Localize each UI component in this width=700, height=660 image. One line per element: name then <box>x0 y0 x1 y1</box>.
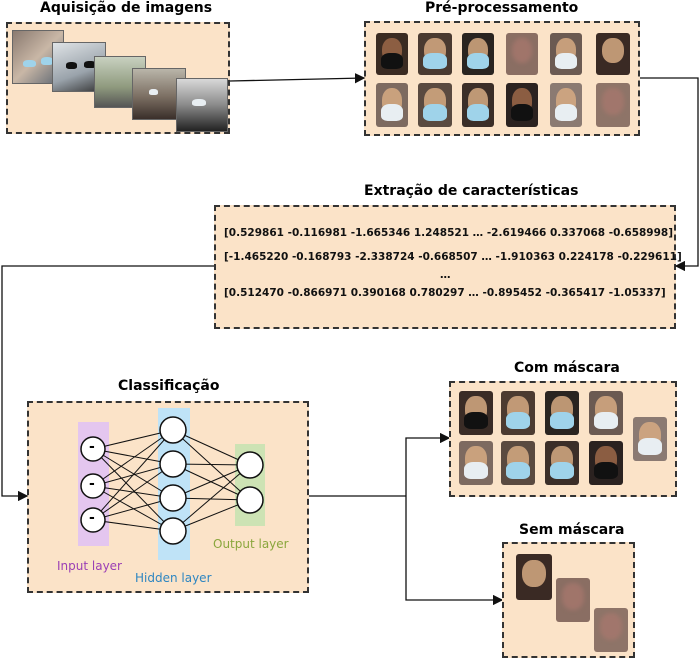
feature-row-ellipsis: … <box>440 269 451 281</box>
features-box: [0.529861 -0.116981 -1.665346 1.248521 …… <box>214 205 682 329</box>
face-thumb <box>596 83 630 127</box>
acquisition-title: Aquisição de imagens <box>40 0 213 16</box>
hidden-node <box>159 450 187 478</box>
input-node-symbol: - <box>89 439 95 455</box>
face-thumb <box>459 391 493 435</box>
without-mask-title: Sem máscara <box>519 522 625 538</box>
flow-arrows <box>1 73 699 606</box>
face-thumb <box>516 554 552 600</box>
hidden-node <box>159 416 187 444</box>
input-node <box>80 436 106 462</box>
face-thumb <box>633 417 667 461</box>
face-thumb <box>462 83 494 127</box>
hidden-node <box>159 484 187 512</box>
face-thumb <box>589 391 623 435</box>
preprocessing-title: Pré-processamento <box>425 0 579 16</box>
input-node-symbol: - <box>89 510 95 526</box>
with-mask-box <box>449 381 677 497</box>
face-thumb <box>376 33 408 75</box>
output-layer-label: Output layer <box>213 537 289 551</box>
face-thumb <box>459 441 493 485</box>
face-thumb <box>376 83 408 127</box>
acquisition-box <box>6 22 230 134</box>
arrow-to-with-mask <box>405 432 451 496</box>
face-thumb <box>506 83 538 127</box>
face-thumb <box>596 33 630 75</box>
crowd-photo-5 <box>176 78 228 132</box>
face-thumb <box>462 33 494 75</box>
face-thumb <box>594 608 628 652</box>
arrow-acq-to-pre <box>229 73 366 84</box>
input-node <box>80 473 106 499</box>
face-thumb <box>418 83 452 127</box>
feature-row-2: [-1.465220 -0.168793 -2.338724 -0.668507… <box>224 251 682 263</box>
feature-row-3: [0.512470 -0.866971 0.390168 0.780297 … … <box>224 287 666 299</box>
face-thumb <box>501 391 535 435</box>
arrow-to-without-mask <box>405 496 504 606</box>
output-node <box>236 451 264 479</box>
hidden-layer-label: Hidden layer <box>135 571 212 585</box>
without-mask-box <box>502 542 635 658</box>
network-connections <box>92 429 251 532</box>
face-thumb <box>506 33 538 75</box>
input-layer-label: Input layer <box>57 559 122 573</box>
output-node <box>236 486 264 514</box>
face-thumb <box>418 33 452 75</box>
face-thumb <box>545 391 579 435</box>
input-node-symbol: - <box>89 476 95 492</box>
arrow-pre-to-features <box>640 77 699 272</box>
face-thumb <box>556 578 590 622</box>
face-thumb <box>550 33 582 75</box>
classification-title: Classificação <box>118 378 220 394</box>
arrow-features-to-class <box>1 265 214 502</box>
input-node <box>80 507 106 533</box>
feature-row-1: [0.529861 -0.116981 -1.665346 1.248521 …… <box>224 227 674 239</box>
face-thumb <box>550 83 582 127</box>
with-mask-title: Com máscara <box>514 360 620 376</box>
hidden-node <box>159 517 187 545</box>
features-title: Extração de características <box>364 183 579 199</box>
face-thumb <box>589 441 623 485</box>
face-thumb <box>545 441 579 485</box>
face-thumb <box>501 441 535 485</box>
preprocessing-box <box>364 21 640 136</box>
